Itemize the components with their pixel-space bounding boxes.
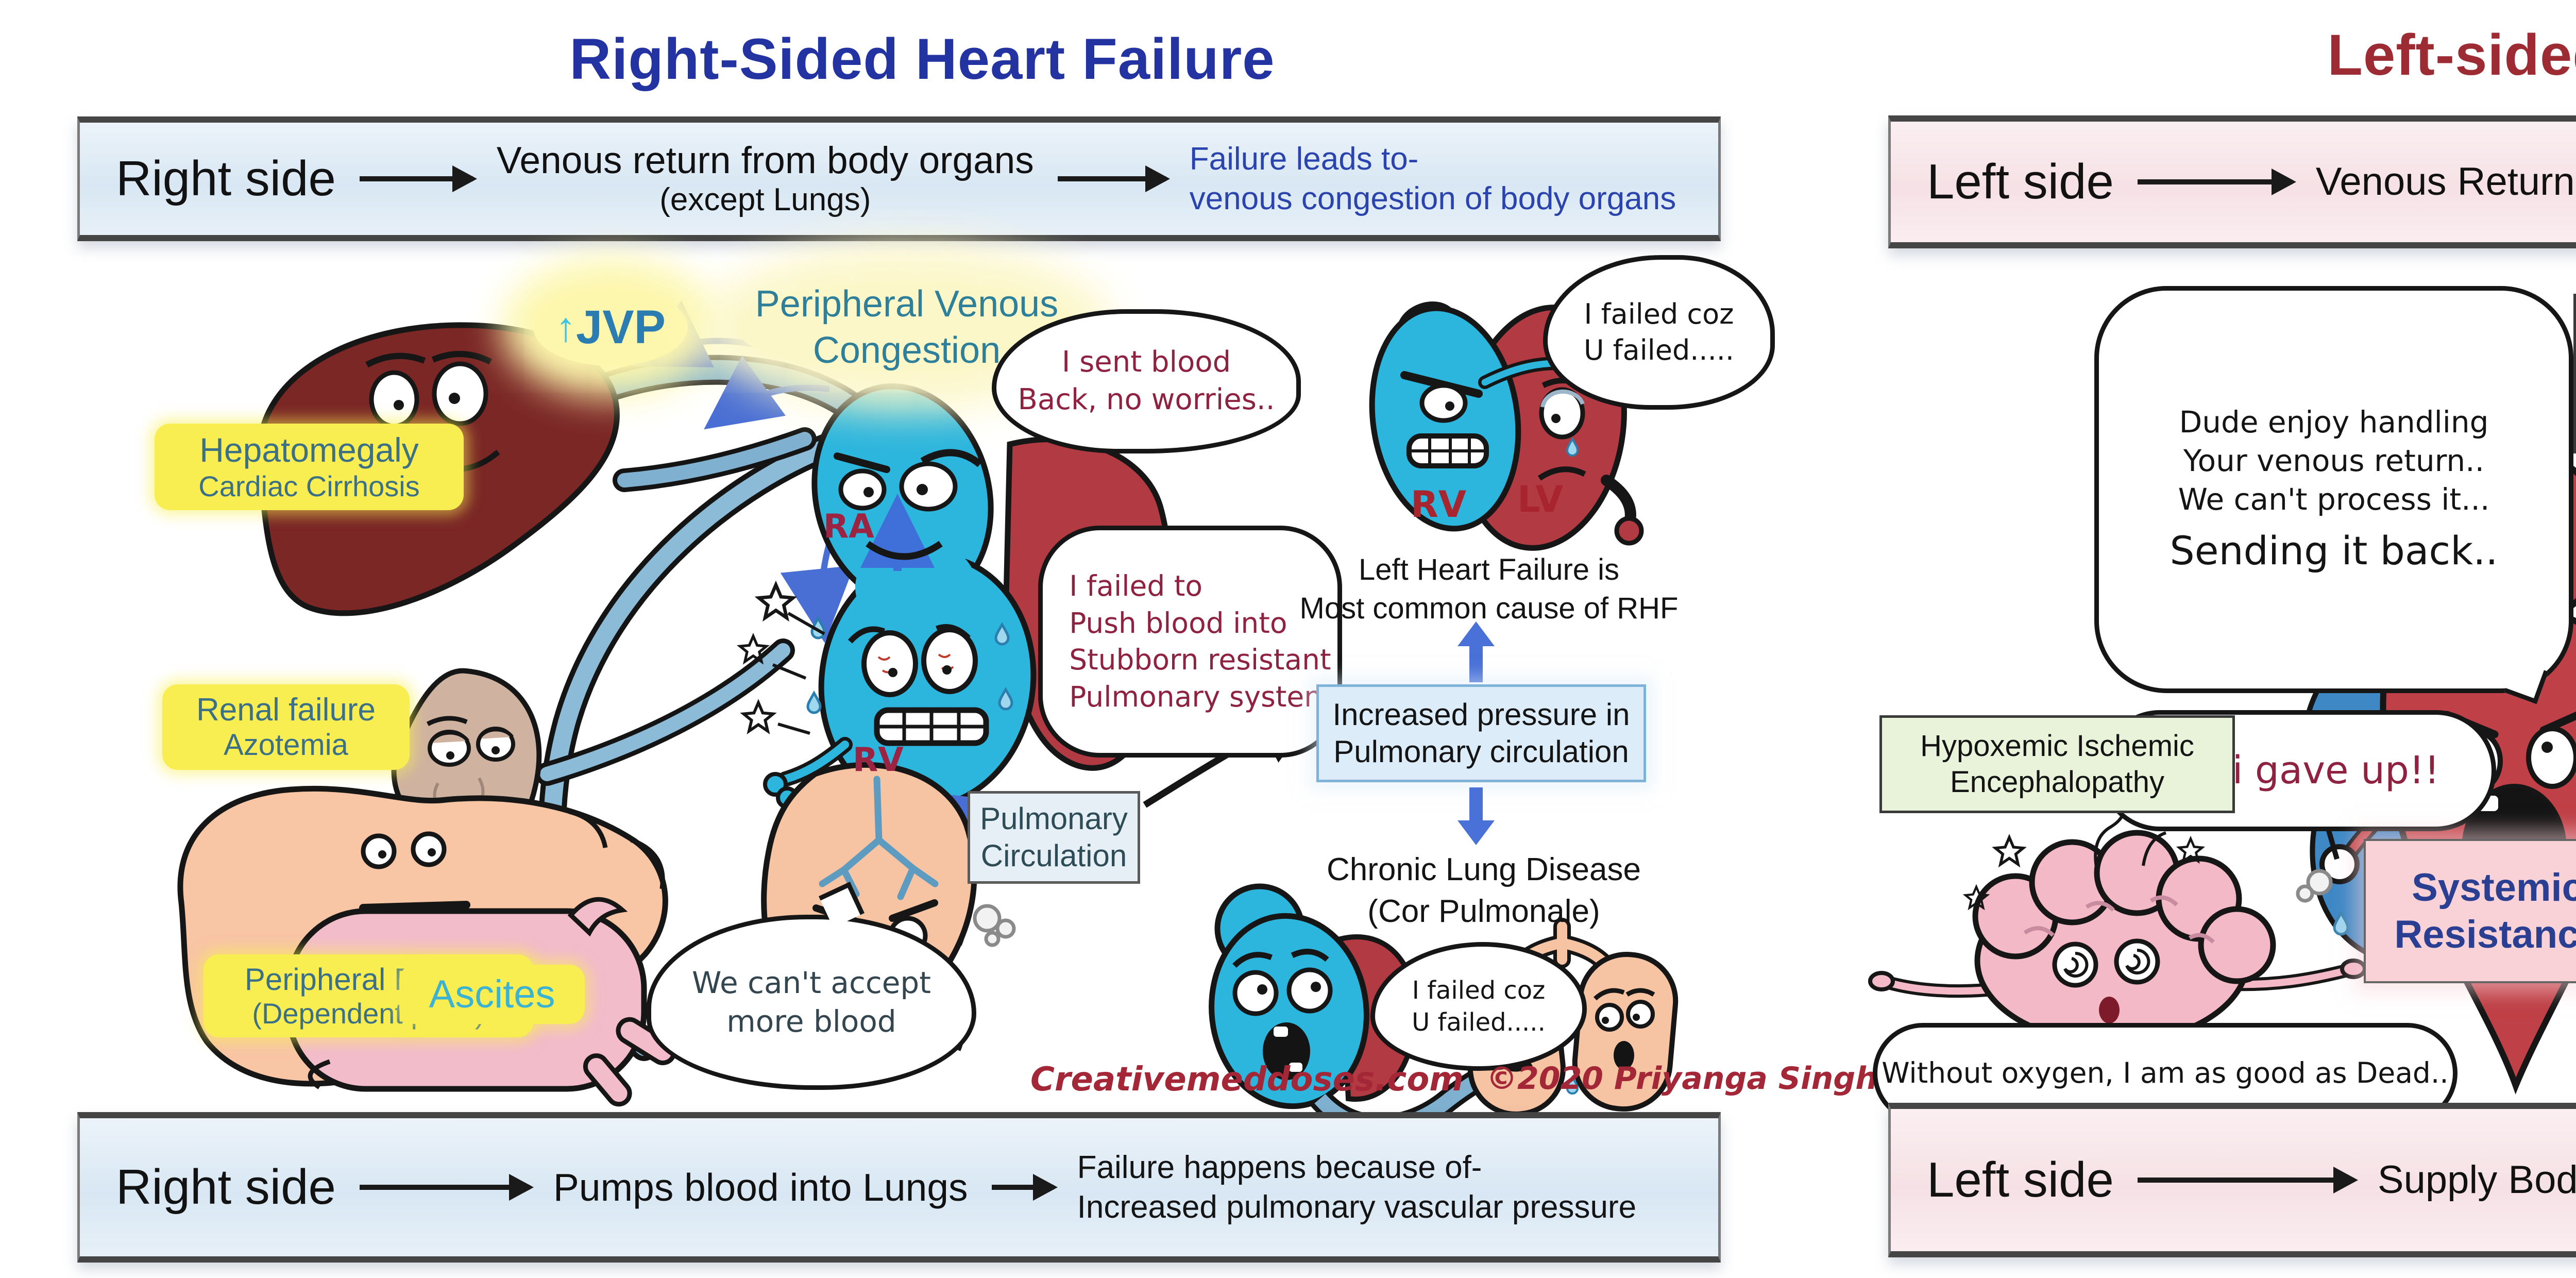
blue-down-arrow-icon (1469, 787, 1483, 821)
arrow-right-icon (2137, 1178, 2354, 1183)
rv-label: RV (853, 741, 904, 779)
hypoxemic-encephalopathy-box: Hypoxemic Ischemic Encephalopathy (1879, 715, 2235, 813)
ascites-label: Ascites (399, 965, 585, 1024)
mini-lv-label: LV (1517, 478, 1564, 520)
left-top-banner-mid-l1: Venous return from body organs (496, 140, 1034, 182)
renal-line1: Renal failure (196, 692, 376, 728)
renal-failure-label: Renal failure Azotemia (162, 684, 410, 770)
cant-accept-bubble: We can't accept more blood (647, 915, 976, 1090)
result-line: venous congestion of body organs (1189, 181, 1676, 216)
right-panel-title: Left-sided Heart Failure (2327, 23, 2576, 87)
right-bottom-banner-mid: Supply Body Organs (2377, 1158, 2576, 1202)
left-top-banner-subject: Right side (116, 151, 336, 206)
left-top-banner-mid-l2: (except Lungs) (659, 182, 871, 218)
result-line: Failure happens because of- (1077, 1149, 1482, 1185)
arrow-right-icon (359, 1185, 530, 1190)
pulmonary-circulation-box: Pulmonary Circulation (968, 791, 1140, 884)
left-top-banner: Right side Venous return from body organ… (77, 116, 1721, 241)
hepatomegaly-line1: Hepatomegaly (199, 431, 419, 469)
left-bottom-banner: Right side Pumps blood into Lungs Failur… (77, 1112, 1721, 1263)
right-bottom-banner: Left side Supply Body Organs Failure lea… (1888, 1103, 2576, 1257)
failed-to-push-bubble: I failed to Push blood into Stubborn res… (1038, 526, 1342, 758)
left-bottom-banner-mid: Pumps blood into Lungs (553, 1166, 968, 1209)
renal-line2: Azotemia (224, 728, 348, 762)
failed-coz-bubble-bottom: I failed coz U failed..... (1370, 942, 1587, 1071)
arrow-right-icon (2137, 179, 2292, 184)
dude-bubble-lines: Dude enjoy handling Your venous return..… (2178, 404, 2490, 517)
right-top-banner-mid: Venous Return from Lungs (2315, 160, 2576, 204)
increased-pressure-box: Increased pressure in Pulmonary circulat… (1316, 684, 1646, 782)
result-line: Failure leads to- (1189, 141, 1419, 177)
failed-coz-bubble-top: I failed coz U failed..... (1543, 255, 1775, 410)
dude-bubble: Dude enjoy handling Your venous return..… (2094, 286, 2573, 693)
blue-up-arrow-icon (1469, 645, 1483, 682)
result-line: Increased pulmonary vascular pressure (1077, 1189, 1637, 1225)
left-top-banner-result: Failure leads to- venous congestion of b… (1190, 139, 1676, 219)
lhf-note: Left Heart Failure is Most common cause … (1299, 553, 1679, 626)
ra-label: RA (823, 508, 874, 546)
dude-bubble-emphasis: Sending it back.. (2170, 527, 2498, 574)
systemic-resistance-box: Systemic Resistance (2364, 839, 2576, 983)
hepatomegaly-line2: Cardiac Cirrhosis (198, 469, 420, 502)
sent-blood-bubble: I sent blood Back, no worries.. (992, 309, 1301, 453)
left-top-banner-mid: Venous return from body organs (except L… (497, 140, 1034, 217)
left-bottom-banner-result: Failure happens because of- Increased pu… (1077, 1148, 1637, 1227)
watermark-copyright-left: ©2020 Priyanga Singh (1486, 1061, 1877, 1097)
right-top-banner: Left side Venous Return from Lungs Failu… (1888, 115, 2576, 248)
up-arrow-icon: ↑ (555, 304, 577, 350)
arrow-right-icon (1057, 176, 1166, 181)
right-bottom-banner-subject: Left side (1927, 1152, 2114, 1207)
increased-pulmonary-venous-pressure-box: Increased Pulmonary Venous Pressure (2573, 294, 2576, 453)
left-bottom-banner-subject: Right side (116, 1159, 336, 1215)
mini-rv-label: RV (1411, 483, 1467, 526)
arrow-right-icon (359, 176, 473, 181)
hepatomegaly-label: Hepatomegaly Cardiac Cirrhosis (155, 424, 464, 511)
chronic-lung-disease-label: Chronic Lung Disease (Cor Pulmonale) (1326, 852, 1641, 929)
jvp-text: JVP (576, 300, 666, 354)
watermark-site-left: Creativemeddoses.com (1030, 1061, 1464, 1099)
right-top-banner-subject: Left side (1927, 154, 2114, 209)
left-panel-title: Right-Sided Heart Failure (569, 27, 1275, 91)
jvp-label: ↑ JVP (533, 289, 688, 366)
arrow-right-icon (991, 1185, 1054, 1190)
brain-character (1868, 800, 2367, 1059)
